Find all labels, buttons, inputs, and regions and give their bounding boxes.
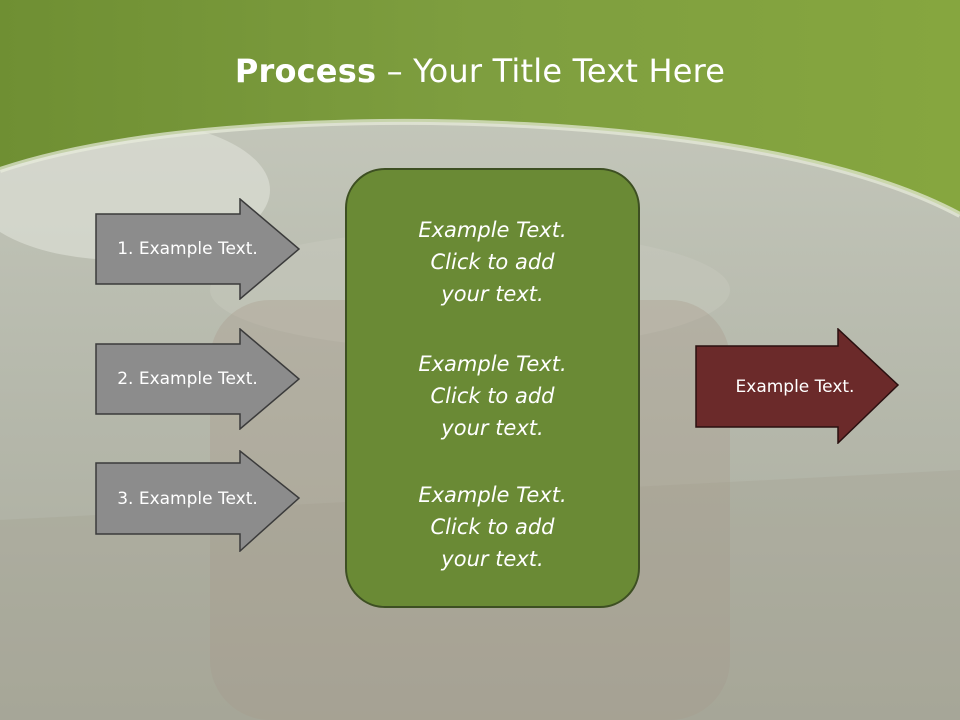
left-arrow-1[interactable]: 1. Example Text.	[95, 198, 300, 300]
block-line: Example Text.	[418, 483, 567, 507]
slide-title: Process – Your Title Text Here	[0, 52, 960, 90]
block-line: Click to add	[430, 384, 555, 408]
arrow-label: 1. Example Text.	[117, 239, 258, 259]
block-line: your text.	[441, 282, 544, 306]
text-block-1: Example Text. Click to add your text.	[347, 214, 638, 310]
arrow-label: Example Text.	[735, 376, 855, 397]
right-arrow[interactable]: Example Text.	[695, 328, 900, 444]
arrow-label: 3. Example Text.	[117, 488, 258, 509]
arrow-shape	[695, 328, 900, 444]
center-text-box[interactable]: Example Text. Click to add your text. Ex…	[345, 168, 640, 608]
left-arrow-3[interactable]: 3. Example Text.	[95, 450, 300, 552]
arrow-shape	[95, 450, 300, 552]
text-block-2: Example Text. Click to add your text.	[347, 348, 638, 444]
arrow-shape	[95, 328, 300, 430]
title-bold: Process	[234, 52, 377, 90]
text-block-3: Example Text. Click to add your text.	[347, 479, 638, 575]
block-line: your text.	[441, 416, 544, 440]
block-line: Example Text.	[418, 218, 567, 242]
block-line: Click to add	[430, 515, 555, 539]
block-line: Example Text.	[418, 352, 567, 376]
title-rest: – Your Title Text Here	[376, 52, 726, 90]
arrow-label: 2. Example Text.	[117, 369, 258, 389]
left-arrow-2[interactable]: 2. Example Text.	[95, 328, 300, 430]
block-line: Click to add	[430, 250, 555, 274]
arrow-shape	[95, 198, 300, 300]
block-line: your text.	[441, 547, 544, 571]
